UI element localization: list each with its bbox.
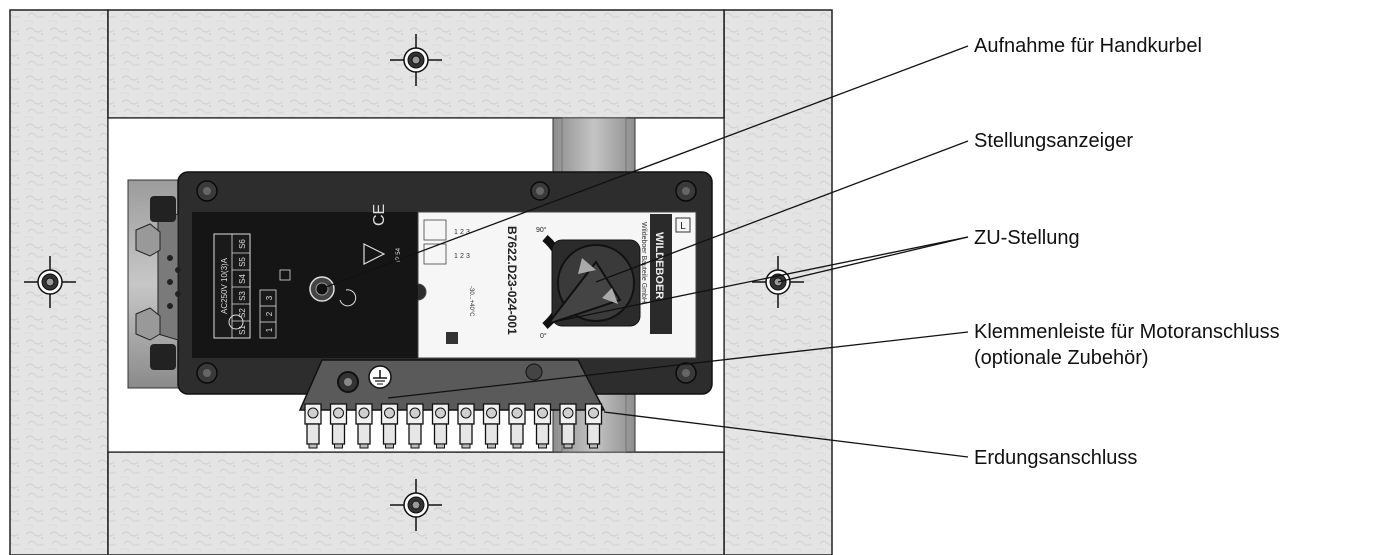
terminal-s6: S6: [238, 239, 247, 249]
terminal-clamp: [406, 403, 424, 449]
terminal-s4: S4: [238, 274, 247, 284]
terminal-clamp: [559, 403, 577, 449]
leader-line-klemmenleiste: [387, 331, 969, 399]
mounting-screw-icon: [24, 34, 804, 531]
ce-mark: CE: [371, 204, 388, 226]
terminal-label-right-2: 2: [460, 253, 464, 260]
qr-code-icon: [446, 332, 458, 344]
terminal-clamps: [304, 403, 603, 449]
position-indicator-icon: [545, 239, 641, 327]
brand-name: WILDEBOER: [653, 232, 665, 299]
terminal-clamp: [533, 403, 552, 449]
terminal-s5: S5: [238, 257, 247, 267]
leader-line-stellungsanzeiger: [595, 140, 969, 283]
part-number: B7622.D23-024-001: [505, 226, 519, 335]
leader-line-erdung: [603, 411, 969, 458]
terminal-label-right-1: 1: [454, 253, 458, 260]
leader-lines: [325, 45, 969, 458]
terminal-s1: S1: [238, 325, 247, 335]
callout-stellungsanzeiger: Stellungsanzeiger: [974, 130, 1133, 152]
temp-range: -30...+40°C: [468, 286, 474, 317]
leader-line-handkurbel: [325, 45, 969, 288]
callout-zu-stellung: ZU-Stellung: [974, 227, 1080, 249]
callout-klemmenleiste-note: (optionale Zubehör): [974, 347, 1149, 369]
leader-line-screw-right: [777, 236, 969, 283]
motor-terminal-2: 2: [265, 311, 274, 316]
actuator: AC250V 10(3)A S1 S2 S3 S4 S5 S6 1 2 3 CE…: [135, 171, 713, 395]
motor-terminal-3: 3: [265, 295, 274, 300]
terminal-clamp: [431, 403, 450, 449]
leader-line-zu-stellung: [547, 236, 969, 324]
terminal-s3: S3: [238, 291, 247, 301]
terminal-label-right-3: 3: [466, 253, 470, 260]
motor-terminal-1: 1: [265, 327, 274, 332]
terminal-label-left-1: 1: [454, 229, 458, 236]
ground-symbol-icon: [368, 365, 392, 389]
ip-rating: IP 54: [396, 247, 402, 262]
terminal-clamp: [508, 403, 526, 449]
callout-handkurbel: Aufnahme für Handkurbel: [974, 35, 1202, 57]
terminal-clamp: [304, 403, 322, 449]
terminal-clamp: [380, 403, 399, 449]
terminal-clamp: [584, 403, 603, 449]
terminal-label-left-3: 3: [466, 229, 470, 236]
model-letter: L: [680, 221, 686, 232]
hand-crank-socket-icon: [309, 276, 357, 307]
terminal-clamp: [457, 403, 475, 449]
angle-0: 0°: [540, 332, 547, 340]
callout-erdung: Erdungsanschluss: [974, 447, 1138, 469]
terminal-clamp: [329, 403, 348, 449]
terminal-s2: S2: [238, 308, 247, 318]
terminal-strip: [298, 359, 606, 449]
terminal-clamp: [355, 403, 373, 449]
company-name: Wildeboer Bauteile GmbH: [640, 222, 647, 303]
warning-icon: [363, 243, 386, 265]
angle-90: 90°: [536, 226, 547, 234]
switch-spec: AC250V 10(3)A: [220, 257, 229, 314]
terminal-label-left-2: 2: [460, 229, 464, 236]
terminal-clamp: [482, 403, 501, 449]
callout-klemmenleiste: Klemmenleiste für Motoranschluss: [974, 321, 1280, 343]
